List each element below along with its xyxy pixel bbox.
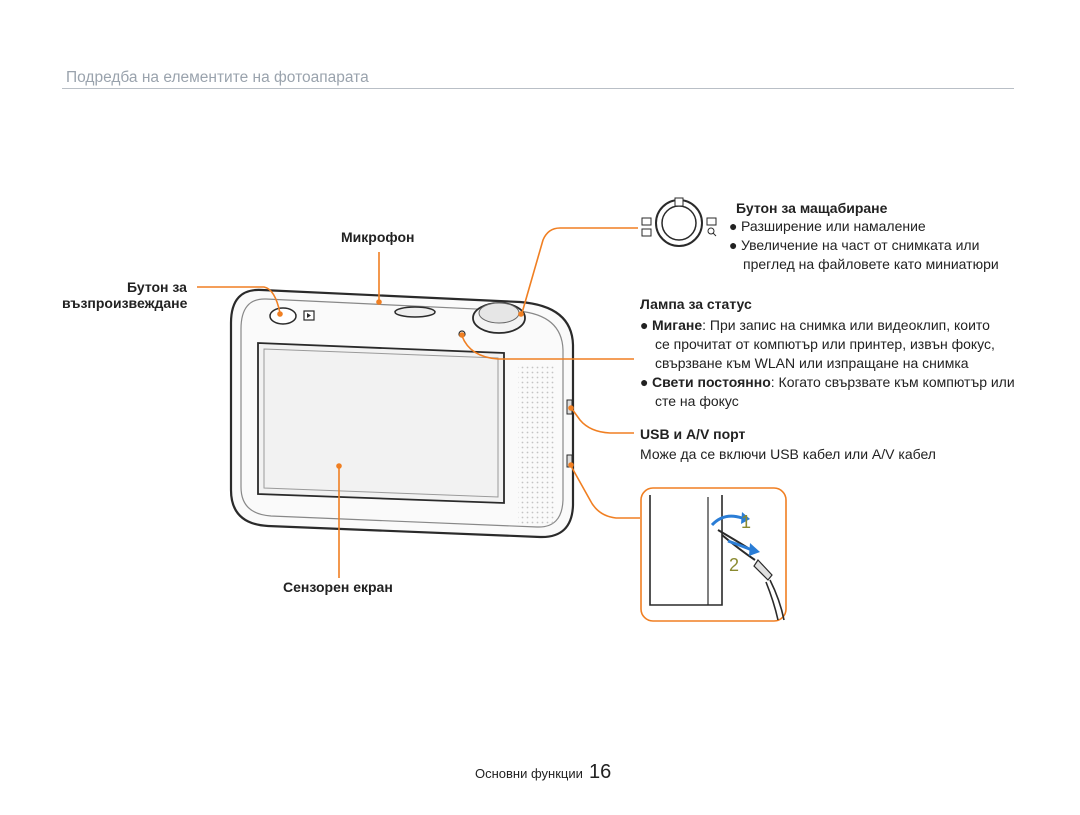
speaker-grille: [518, 365, 554, 525]
microphone-label: Микрофон: [341, 229, 415, 245]
strap-leader: [570, 465, 640, 519]
playback-leader: [197, 286, 281, 314]
zoom-item-text: Увеличение на част от снимката или: [741, 237, 980, 253]
status-lamp-leader: [461, 335, 634, 360]
steady-term: Свети постоянно: [652, 374, 771, 390]
status-lamp-blink: ●Мигане: При запис на снимка или видеокл…: [640, 316, 990, 335]
page-number: 16: [589, 761, 612, 783]
zoom-dial-diagram: [641, 197, 717, 247]
bullet-icon: ●: [640, 317, 649, 333]
bullet-icon: ●: [640, 374, 649, 390]
zoom-item-2-cont: преглед на файловете като миниатюри: [743, 256, 999, 272]
footer-section-name: Основни функции: [475, 766, 583, 781]
blink-text: : При запис на снимка или видеоклип, кои…: [702, 317, 990, 333]
status-lamp-blink-cont1: се прочитат от компютър или принтер, изв…: [655, 336, 995, 352]
strap-inset: [640, 487, 787, 622]
strap-step-2: 2: [729, 555, 740, 575]
callout-leader-lines: [197, 227, 640, 578]
zoom-item-2: ●Увеличение на част от снимката или: [729, 236, 979, 255]
usb-port-text: Може да се включи USB кабел или A/V кабе…: [640, 446, 936, 462]
strap-step-1: 1: [741, 512, 752, 532]
status-lamp-steady-cont: сте на фокус: [655, 393, 739, 409]
touch-screen-label: Сензорен екран: [283, 579, 393, 595]
zoom-item-1: ●Разширение или намаление: [729, 217, 926, 236]
playback-button-label-line1: Бутон за: [127, 279, 187, 295]
steady-text: : Когато свързвате към компютър или: [770, 374, 1015, 390]
camera-top-controls: [269, 302, 573, 468]
zoom-item-text: Разширение или намаление: [741, 218, 926, 234]
header-divider: [62, 88, 1014, 89]
usb-leader: [571, 408, 634, 434]
zoom-button-title: Бутон за мащабиране: [736, 200, 888, 216]
bullet-icon: ●: [729, 218, 738, 234]
blink-term: Мигане: [652, 317, 703, 333]
status-lamp-title: Лампа за статус: [640, 296, 752, 312]
status-lamp-steady: ●Свети постоянно: Когато свързвате към к…: [640, 373, 1015, 392]
zoom-leader: [521, 227, 638, 314]
bullet-icon: ●: [729, 237, 738, 253]
playback-button-label-line2: възпроизвеждане: [62, 295, 188, 311]
status-lamp-blink-cont2: свързване към WLAN или изпращане на сним…: [655, 355, 969, 371]
usb-port-title: USB и A/V порт: [640, 426, 746, 442]
page-section-title: Подредба на елементите на фотоапарата: [66, 69, 369, 86]
touch-screen: [257, 342, 505, 504]
